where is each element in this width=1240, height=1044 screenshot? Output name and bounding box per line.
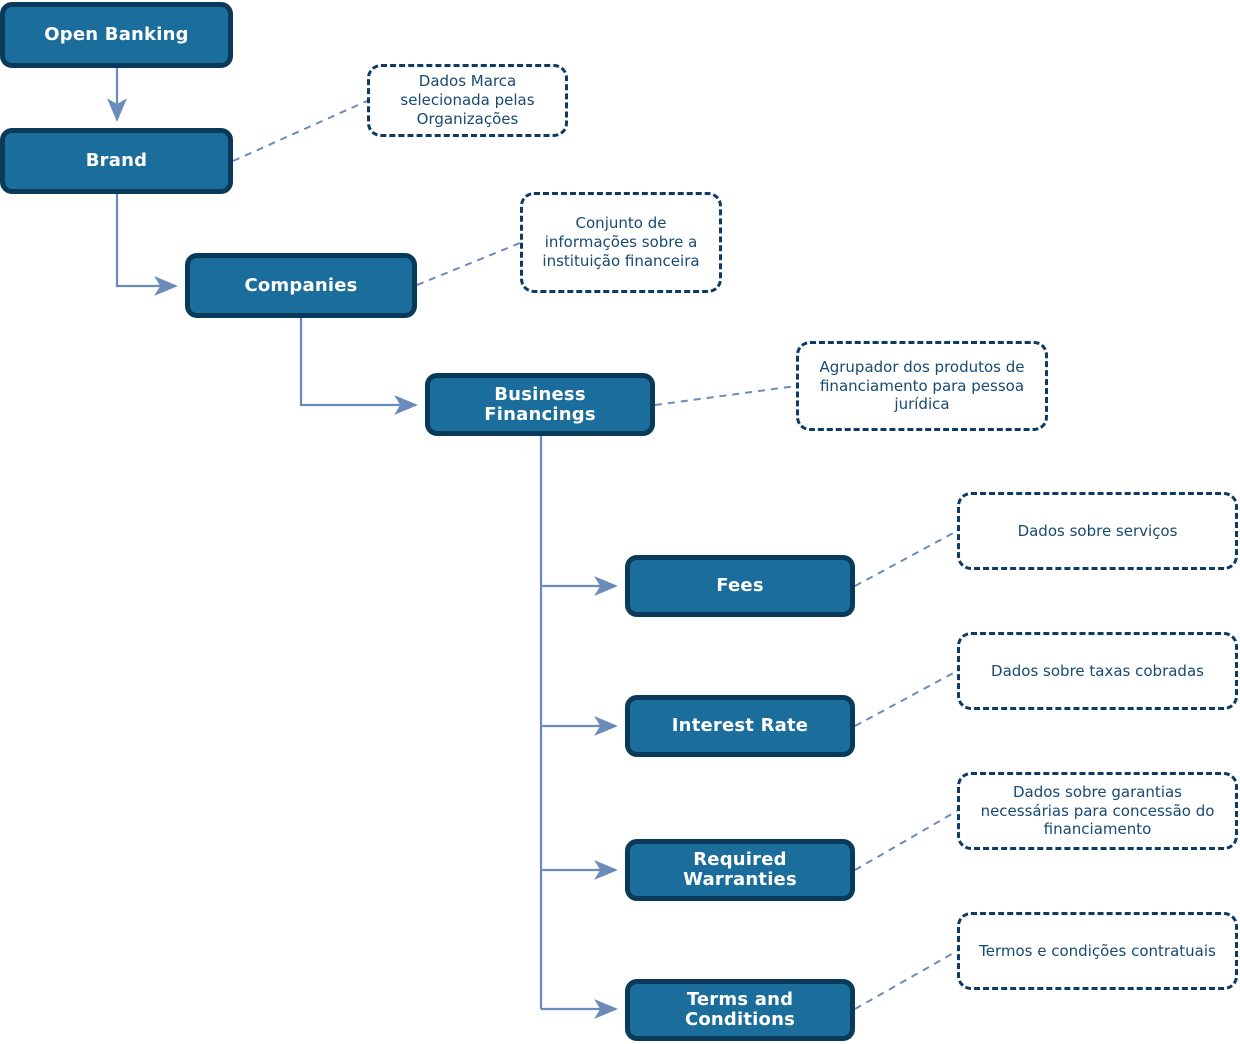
connector-companies-business xyxy=(299,318,418,415)
callout-required-warranties: Dados sobre garantias necessárias para c… xyxy=(957,772,1238,850)
callout-text: Agrupador dos produtos de financiamento … xyxy=(819,357,1025,414)
node-interest-rate[interactable]: Interest Rate xyxy=(625,695,855,757)
callout-interest-rate: Dados sobre taxas cobradas xyxy=(957,632,1238,710)
node-label: Interest Rate xyxy=(671,715,809,737)
callout-text: Termos e condições contratuais xyxy=(979,941,1216,960)
callout-companies: Conjunto de informações sobre a institui… xyxy=(520,192,722,293)
callout-text: Dados Marca selecionada pelas Organizaçõ… xyxy=(400,72,535,128)
node-label: Fees xyxy=(716,575,764,597)
node-terms-and-conditions[interactable]: Terms and Conditions xyxy=(625,979,855,1041)
node-brand[interactable]: Brand xyxy=(0,128,233,194)
node-label: Business Financings xyxy=(484,383,596,425)
callout-brand: Dados Marca selecionada pelas Organizaçõ… xyxy=(367,64,568,137)
connector-business-children xyxy=(539,436,618,1019)
callout-fees: Dados sobre serviços xyxy=(957,492,1238,570)
callout-terms-and-conditions: Termos e condições contratuais xyxy=(957,912,1238,990)
connector-brand-companies xyxy=(115,194,178,296)
node-label: Required Warranties xyxy=(683,849,797,890)
node-label: Brand xyxy=(85,150,148,172)
node-fees[interactable]: Fees xyxy=(625,555,855,617)
node-label: Terms and Conditions xyxy=(684,989,796,1030)
callout-text: Dados sobre taxas cobradas xyxy=(991,661,1204,680)
node-label: Open Banking xyxy=(44,24,189,46)
node-label: Companies xyxy=(244,274,358,296)
callout-text: Dados sobre garantias necessárias para c… xyxy=(980,782,1215,839)
callout-business-financings: Agrupador dos produtos de financiamento … xyxy=(796,341,1048,431)
callout-text: Conjunto de informações sobre a institui… xyxy=(542,214,700,270)
node-required-warranties[interactable]: Required Warranties xyxy=(625,839,855,901)
node-companies[interactable]: Companies xyxy=(185,253,417,318)
callout-text: Dados sobre serviços xyxy=(1017,521,1178,540)
node-open-banking[interactable]: Open Banking xyxy=(0,2,233,68)
node-business-financings[interactable]: Business Financings xyxy=(425,373,655,436)
